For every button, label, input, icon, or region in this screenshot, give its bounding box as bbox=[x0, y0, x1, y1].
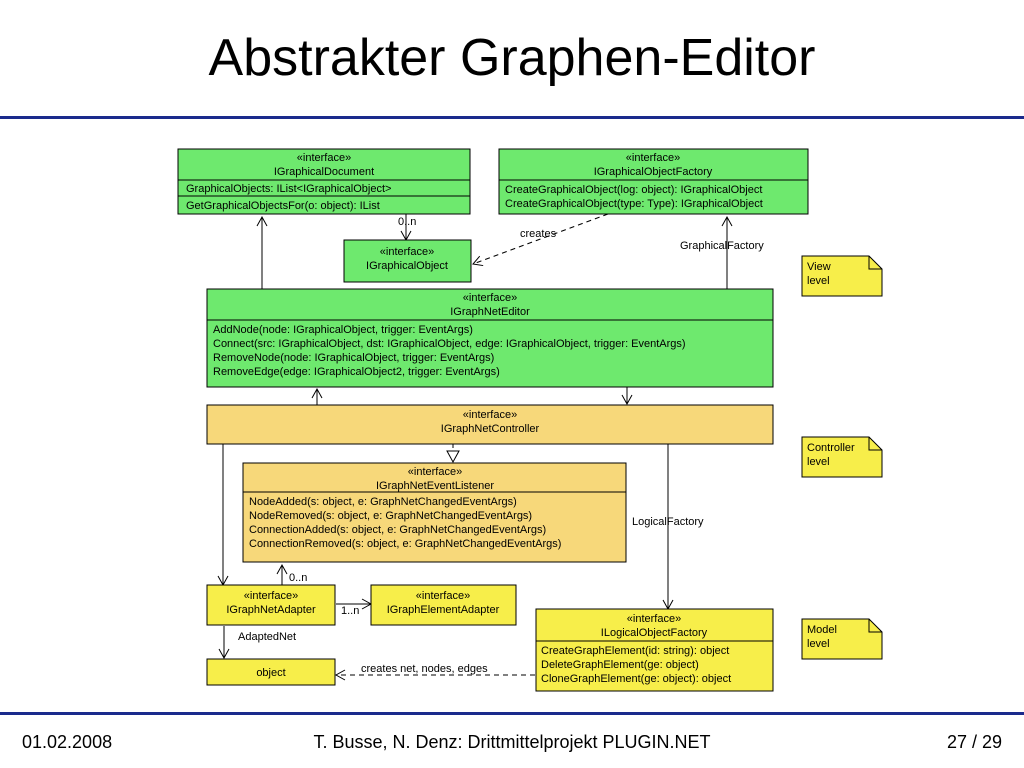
operation: GetGraphicalObjectsFor(o: object): IList bbox=[186, 200, 380, 212]
operation: NodeRemoved(s: object, e: GraphNetChange… bbox=[249, 510, 532, 522]
note-line: View bbox=[807, 261, 831, 273]
class-name: IGraphNetAdapter bbox=[226, 604, 316, 616]
box-igraphneteditor[interactable]: «interface» IGraphNetEditor AddNode(node… bbox=[206, 288, 774, 388]
footer-page-number: 27 / 29 bbox=[946, 732, 1002, 752]
stereotype: «interface» bbox=[463, 409, 517, 421]
footer-authors: T. Busse, N. Denz: Drittmittelprojekt PL… bbox=[313, 732, 711, 752]
class-name: IGraphicalObject bbox=[366, 260, 448, 272]
stereotype: «interface» bbox=[380, 246, 434, 258]
operation: CreateGraphElement(id: string): object bbox=[541, 645, 729, 657]
class-name: IGraphNetEditor bbox=[450, 306, 530, 318]
box-ilogicalobjectfactory[interactable]: «interface» ILogicalObjectFactory Create… bbox=[535, 608, 774, 692]
creates-label: creates bbox=[520, 228, 557, 240]
box-igraphnetcontroller[interactable]: «interface» IGraphNetController bbox=[206, 404, 774, 445]
note-line: level bbox=[807, 638, 830, 650]
multiplicity-label: 1..n bbox=[341, 605, 359, 617]
class-name: IGraphElementAdapter bbox=[387, 604, 500, 616]
operation: RemoveEdge(edge: IGraphicalObject2, trig… bbox=[213, 366, 500, 378]
class-name: IGraphicalObjectFactory bbox=[594, 166, 713, 178]
operation: ConnectionAdded(s: object, e: GraphNetCh… bbox=[249, 524, 546, 536]
box-igraphneteventlistener[interactable]: «interface» IGraphNetEventListener NodeA… bbox=[242, 462, 627, 563]
operation: Connect(src: IGraphicalObject, dst: IGra… bbox=[213, 338, 686, 350]
graphical-factory-label: GraphicalFactory bbox=[680, 240, 764, 252]
bottom-rule bbox=[0, 712, 1024, 715]
stereotype: «interface» bbox=[408, 466, 462, 478]
class-name: IGraphicalDocument bbox=[274, 166, 374, 178]
stereotype: «interface» bbox=[297, 152, 351, 164]
operation: NodeAdded(s: object, e: GraphNetChangedE… bbox=[249, 496, 517, 508]
top-rule bbox=[0, 116, 1024, 119]
operation: CreateGraphicalObject(type: Type): IGrap… bbox=[505, 198, 763, 210]
operation: ConnectionRemoved(s: object, e: GraphNet… bbox=[249, 538, 561, 550]
line-factory-creates-object bbox=[472, 213, 609, 267]
operation: AddNode(node: IGraphicalObject, trigger:… bbox=[213, 324, 473, 336]
class-name: ILogicalObjectFactory bbox=[601, 627, 708, 639]
footer-date: 01.02.2008 bbox=[22, 732, 113, 752]
multiplicity-label: 0..n bbox=[289, 572, 307, 584]
connectors bbox=[217, 213, 733, 681]
class-name: IGraphNetEventListener bbox=[376, 480, 494, 492]
stereotype: «interface» bbox=[416, 590, 470, 602]
class-name: IGraphNetController bbox=[441, 423, 540, 435]
edge-labels: 0..n creates GraphicalFactory LogicalFac… bbox=[238, 216, 764, 675]
note-line: Controller bbox=[807, 442, 855, 454]
stereotype: «interface» bbox=[626, 152, 680, 164]
logical-factory-label: LogicalFactory bbox=[632, 516, 704, 528]
operation: CloneGraphElement(ge: object): object bbox=[541, 673, 731, 685]
attribute: GraphicalObjects: IList<IGraphicalObject… bbox=[186, 183, 391, 195]
box-igraphicaldocument[interactable]: «interface» IGraphicalDocument Graphical… bbox=[177, 148, 471, 215]
box-igraphicalobjectfactory[interactable]: «interface» IGraphicalObjectFactory Crea… bbox=[498, 148, 809, 215]
note-line: Model bbox=[807, 624, 837, 636]
box-igraphicalobject[interactable]: «interface» IGraphicalObject bbox=[343, 239, 472, 283]
note-line: level bbox=[807, 456, 830, 468]
box-igraphnetadapter[interactable]: «interface» IGraphNetAdapter bbox=[206, 584, 336, 626]
stereotype: «interface» bbox=[463, 292, 517, 304]
class-name: object bbox=[256, 667, 285, 679]
stereotype: «interface» bbox=[244, 590, 298, 602]
note-controller-level: Controller level bbox=[801, 436, 883, 478]
operation: DeleteGraphElement(ge: object) bbox=[541, 659, 699, 671]
box-object[interactable]: object bbox=[206, 658, 336, 686]
stereotype: «interface» bbox=[627, 613, 681, 625]
note-line: level bbox=[807, 275, 830, 287]
adapted-net-label: AdaptedNet bbox=[238, 631, 296, 643]
creates-net-label: creates net, nodes, edges bbox=[361, 663, 488, 675]
note-model-level: Model level bbox=[801, 618, 883, 660]
slide-title: Abstrakter Graphen-Editor bbox=[208, 29, 816, 87]
operation: RemoveNode(node: IGraphicalObject, trigg… bbox=[213, 352, 494, 364]
box-igraphelementadapter[interactable]: «interface» IGraphElementAdapter bbox=[370, 584, 517, 626]
multiplicity-label: 0..n bbox=[398, 216, 416, 228]
note-view-level: View level bbox=[801, 255, 883, 297]
operation: CreateGraphicalObject(log: object): IGra… bbox=[505, 184, 762, 196]
